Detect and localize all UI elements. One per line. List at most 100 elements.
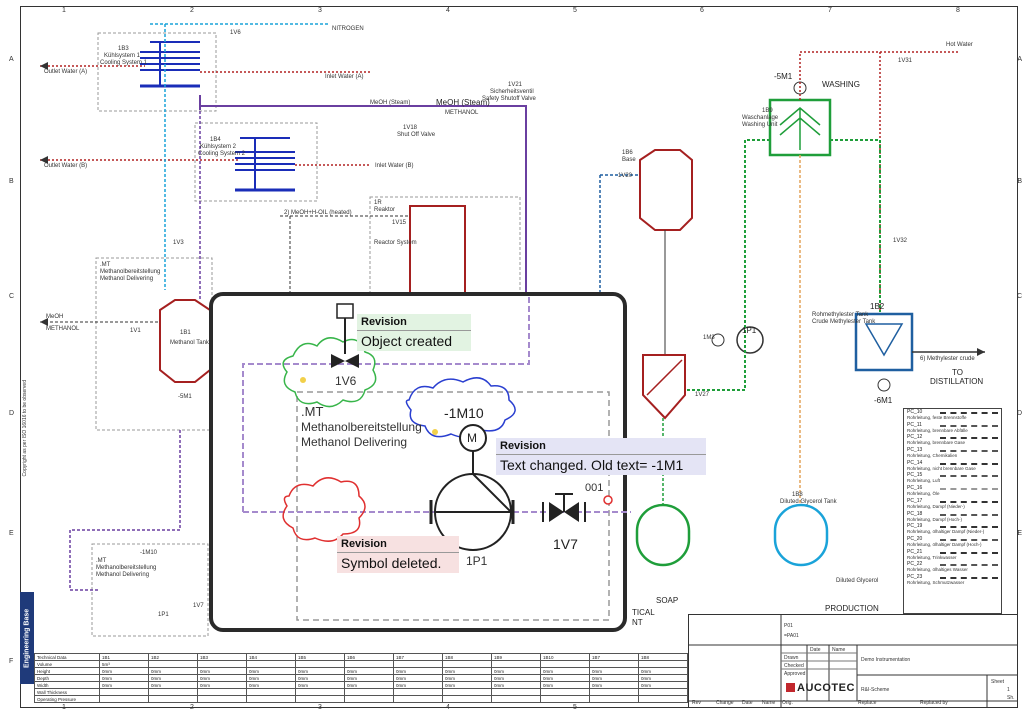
legend-code: PC_15 bbox=[907, 472, 923, 479]
tech-cell bbox=[99, 695, 149, 703]
zoom-valve-1v6-label: 1V6 bbox=[335, 374, 357, 388]
tech-cell: 1B8 bbox=[442, 653, 492, 661]
legend-line-sample bbox=[940, 488, 998, 491]
legend-code: PC_21 bbox=[907, 548, 923, 555]
cooling1-coil bbox=[140, 51, 200, 71]
legend-description: Rohrleitung, brennbare Abfälle bbox=[907, 427, 968, 433]
tb-drawn: Drawn bbox=[784, 655, 799, 661]
revision-tag-title: Revision bbox=[500, 440, 546, 452]
tech-cell bbox=[540, 695, 590, 703]
valve-1v21-label: 1V21 bbox=[508, 82, 523, 88]
zoom-pump-label: 1P1 bbox=[466, 554, 488, 568]
distillation-arrow bbox=[977, 348, 985, 356]
column-marker: 1 bbox=[62, 7, 66, 14]
tb-checked: Checked bbox=[784, 663, 804, 669]
tech-cell: 0mm bbox=[295, 681, 345, 689]
reactor-de: Reaktor bbox=[374, 207, 396, 213]
shut-off-valve-label: Shut Off Valve bbox=[397, 132, 436, 138]
tech-cell: 0mm bbox=[491, 674, 541, 682]
soap-tank bbox=[635, 503, 691, 567]
column-marker: 8 bbox=[956, 7, 960, 14]
valve-1v18-label: 1V18 bbox=[403, 125, 418, 131]
zoom-revision-marker bbox=[300, 377, 306, 383]
washing-unit-internals bbox=[779, 107, 821, 150]
tech-cell: 0mm bbox=[344, 681, 394, 689]
legend-code: PC_14 bbox=[907, 459, 923, 466]
tech-cell: 1B9 bbox=[491, 653, 541, 661]
tb-p01: P01 bbox=[784, 623, 793, 629]
revision-tag-title: Revision bbox=[341, 538, 387, 550]
small-mt-de: Methanolbereitstellung bbox=[96, 565, 157, 571]
legend-code: PC_18 bbox=[907, 510, 923, 517]
valve-1v31-label: 1V31 bbox=[898, 58, 913, 64]
outlet-arrows bbox=[40, 62, 48, 326]
legend-code: PC_12 bbox=[907, 434, 923, 441]
motor-6m1 bbox=[877, 378, 891, 392]
zoom-pipe-upper bbox=[242, 296, 530, 512]
legend-line-sample bbox=[940, 551, 998, 554]
tech-cell: 1B5 bbox=[295, 653, 345, 661]
zoom-mt-en: Methanol Delivering bbox=[301, 435, 408, 449]
small-mt-label: .MT bbox=[96, 558, 107, 564]
tech-cell bbox=[99, 688, 149, 696]
legend-code: PC_23 bbox=[907, 573, 923, 580]
legend-description: Rohrleitung, Schmutzwasser bbox=[907, 579, 965, 585]
small-1m10-label: -1M10 bbox=[140, 550, 158, 556]
legend-description: Rohrleitung, feste Brennstoffe bbox=[907, 415, 967, 420]
nt-label: NT bbox=[632, 618, 643, 627]
revision-tag-object-created[interactable]: Revision Object created bbox=[357, 314, 471, 351]
hot-water-line bbox=[799, 51, 881, 312]
tech-cell: 0mm bbox=[589, 674, 639, 682]
tech-cell bbox=[442, 660, 492, 668]
washing-label: WASHING bbox=[822, 80, 860, 89]
washing-unit-en: Washing Unit bbox=[742, 122, 778, 128]
tech-cell bbox=[295, 688, 345, 696]
green-return-line bbox=[685, 139, 770, 391]
valve-1v1-label: 1V1 bbox=[130, 328, 141, 334]
hot-water-label: Hot Water bbox=[946, 42, 973, 48]
revision-zoom-panel[interactable]: .MT Methanolbereitstellung Methanol Deli… bbox=[209, 292, 706, 632]
legend-line-sample bbox=[940, 475, 998, 478]
revision-tag-text-changed[interactable]: Revision Text changed. Old text= -1M1 bbox=[496, 438, 706, 475]
column-marker: 4 bbox=[446, 704, 450, 711]
tech-cell: 0mm bbox=[197, 667, 247, 675]
tech-cell bbox=[344, 695, 394, 703]
cooling1-name: Kühlsystem 1 bbox=[104, 53, 141, 59]
nitrogen-label: NITROGEN bbox=[332, 26, 364, 32]
tech-cell: 0mm bbox=[442, 681, 492, 689]
crude-de: Rohmethylester Tank bbox=[812, 312, 869, 318]
tech-cell: 1B7 bbox=[393, 653, 443, 661]
small-1v7-label: 1V7 bbox=[193, 603, 204, 609]
legend-code: PC_22 bbox=[907, 561, 923, 568]
tech-cell: 0mm bbox=[638, 667, 688, 675]
valve-1v27-label: 1V27 bbox=[695, 392, 710, 398]
tech-data-row: Wall Thickness bbox=[34, 688, 688, 696]
revision-tag-symbol-deleted[interactable]: Revision Symbol deleted. bbox=[337, 536, 459, 573]
meoh-steam-label: MeOH (Steam) bbox=[436, 98, 490, 107]
column-marker: 3 bbox=[318, 704, 322, 711]
tech-cell: 1B2 bbox=[148, 653, 198, 661]
legend-description: Rohrleitung, Chemikalien bbox=[907, 453, 958, 459]
tech-cell bbox=[197, 695, 247, 703]
row-marker: D bbox=[9, 410, 15, 417]
row-marker: E bbox=[9, 530, 14, 537]
crude-en: Crude Methylester Tank bbox=[812, 319, 876, 325]
tech-cell bbox=[246, 695, 296, 703]
zoom-mt-group-box bbox=[296, 391, 610, 621]
legend-description: Rohrleitung, Luft bbox=[907, 478, 941, 484]
zoom-pump-internals bbox=[435, 473, 512, 513]
legend-code: PC_19 bbox=[907, 523, 923, 530]
tech-cell bbox=[344, 660, 394, 668]
revision-tag-title: Revision bbox=[361, 316, 407, 328]
column-marker: 4 bbox=[446, 7, 450, 14]
tech-cell bbox=[148, 660, 198, 668]
outlet-water-a-label: Outlet Water (A) bbox=[44, 69, 88, 75]
